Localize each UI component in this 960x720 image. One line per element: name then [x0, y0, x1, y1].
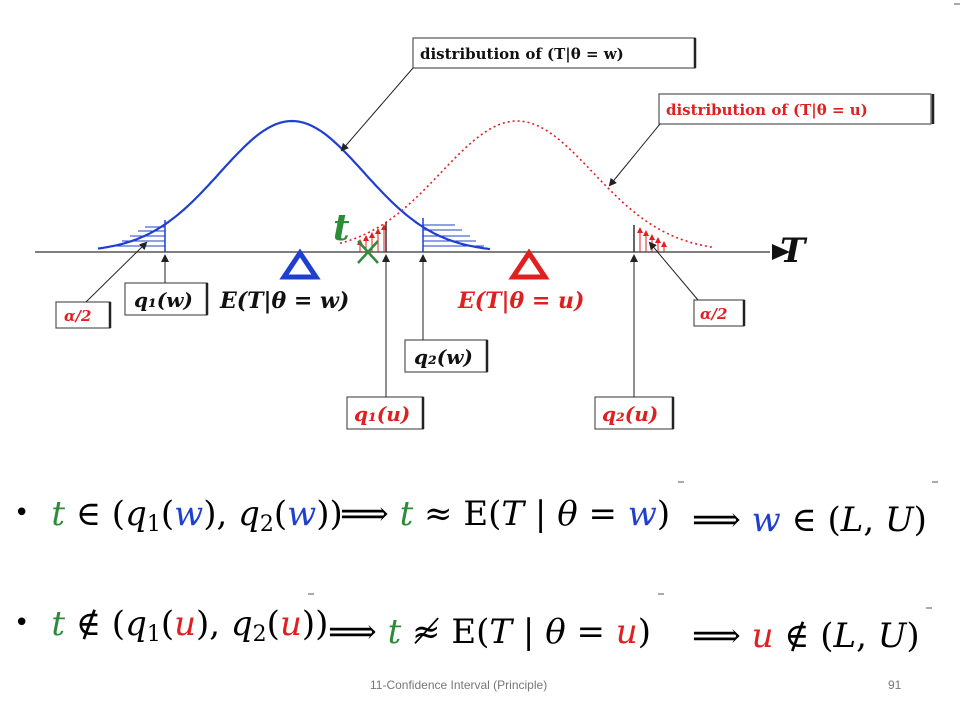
- q1u-label: q₁(u): [354, 402, 410, 426]
- label-distribution-w: distribution of (T|θ = w): [420, 45, 624, 63]
- alpha-right-box: [693, 299, 745, 327]
- alpha-right-label: α/2: [700, 305, 727, 323]
- bullet-1: •: [14, 498, 30, 528]
- right-tail-w-hatch: [422, 218, 484, 252]
- label-distribution-u: distribution of (T|θ = u): [666, 101, 868, 119]
- left-tail-u-hatch: [357, 222, 387, 252]
- label-box-u: [658, 93, 932, 125]
- implies-icon: ⟹: [692, 500, 741, 540]
- implies-icon: ⟹: [328, 612, 377, 652]
- statement-line-2-right: ⟹ u ∉ (L, U): [692, 616, 920, 656]
- footer-page-number: 91: [888, 678, 902, 692]
- q2u-label: q₂(u): [602, 402, 658, 426]
- expectation-w-label: E(T|θ = w): [219, 288, 349, 314]
- q2u-box: [594, 396, 674, 430]
- t-axis-arrowhead: [772, 244, 790, 260]
- statement-line-2: •t ∉ (q1(u), q2(u)): [14, 604, 329, 647]
- right-tail-u-hatch: [633, 225, 667, 252]
- footer-title: 11-Confidence Interval (Principle): [370, 678, 548, 692]
- delta-w-icon: [279, 248, 321, 280]
- bullet-2: •: [14, 608, 30, 638]
- statement-line-1-right: ⟹ w ∈ (L, U): [692, 500, 927, 540]
- t-observed-label: t: [333, 207, 350, 249]
- left-tail-w-hatch: [115, 220, 166, 252]
- q1w-label: q₁(w): [134, 288, 193, 312]
- t-symbol: t: [51, 494, 66, 534]
- q1u-box: [346, 396, 424, 430]
- distribution-u-curve: [339, 120, 713, 248]
- t-observed-cross-icon: [357, 240, 379, 264]
- statement-line-1: •t ∈ (q1(w), q2(w)): [14, 494, 343, 537]
- distribution-w-curve: [97, 119, 491, 251]
- statement-line-1-middle: ⟹ t ≈ E(T | θ = w): [340, 494, 671, 534]
- pointer-u: [608, 123, 661, 187]
- implies-icon: ⟹: [692, 616, 741, 656]
- alpha-left-box: [55, 301, 111, 329]
- alpha-left-label: α/2: [64, 307, 91, 325]
- implies-icon: ⟹: [340, 494, 389, 534]
- q2w-box: [404, 339, 488, 373]
- alpha-right-pointer: [648, 241, 699, 301]
- t-axis-label: T: [780, 231, 808, 271]
- delta-u-icon: [508, 248, 550, 280]
- pointer-w: [340, 67, 414, 152]
- statement-line-2-middle: ⟹ t ≉ E(T | θ = u): [328, 612, 651, 652]
- expectation-u-label: E(T|θ = u): [457, 288, 584, 314]
- alpha-left-pointer: [85, 241, 148, 303]
- q2w-label: q₂(w): [414, 345, 473, 369]
